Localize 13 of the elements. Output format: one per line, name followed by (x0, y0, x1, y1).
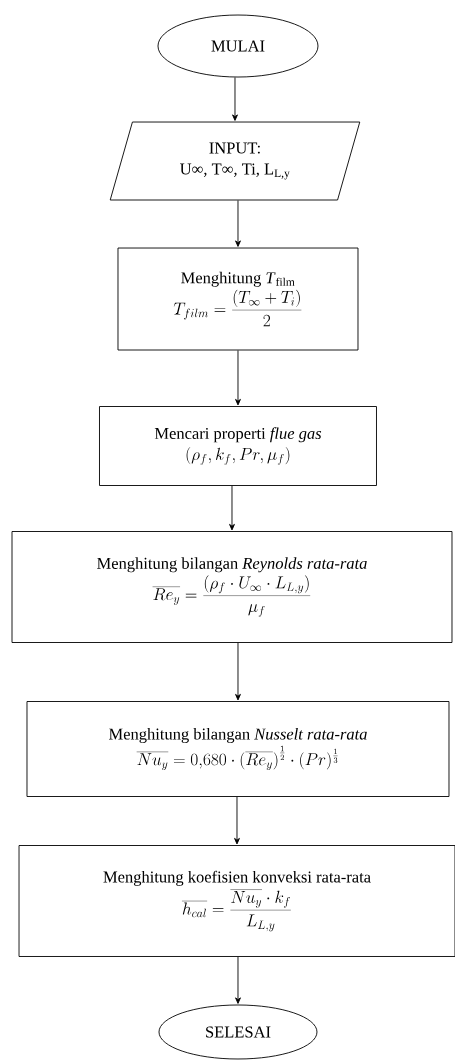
process-box: Menghitung koefisien konveksi rata-rata $\overline{h_{cal}} = \frac{\overline{Nu_y} \cdot k_f}{L_{L,y}}$ (18, 845, 455, 957)
process-box: Menghitung T$_{film}$ $T_{film} = \frac{(T_\infty + T_i)}{2}$ (117, 247, 359, 351)
arrow (235, 956, 241, 1004)
arrow (235, 200, 241, 247)
process-box: Menghitung bilangan Reynolds rata-rata $\overline{Re_y} = \frac{\left(\rho_f \cdot U_\infty \cdot L_{L,y}\right)}{\mu_f}$ (11, 531, 453, 643)
arrow (235, 642, 241, 701)
arrow (229, 485, 235, 531)
process-box: Menghitung bilangan Nusselt rata-rata $\overline{Nu_y} = 0{,}680 \cdot \left(\overline{Re_y}\right)^{\frac{1}{2}} \cdot (Pr)^{\frac{1}{3}}$ (26, 701, 450, 797)
arrow (232, 77, 238, 121)
arrow (234, 796, 240, 845)
arrow (235, 350, 241, 406)
process-box: Mencari properti flue gas $(\rho_f, k_f, Pr, \mu_f)$ (99, 406, 377, 486)
input-parallelogram: INPUT: U∞, T∞, Ti, L$_{L,y}$ (109, 121, 361, 201)
